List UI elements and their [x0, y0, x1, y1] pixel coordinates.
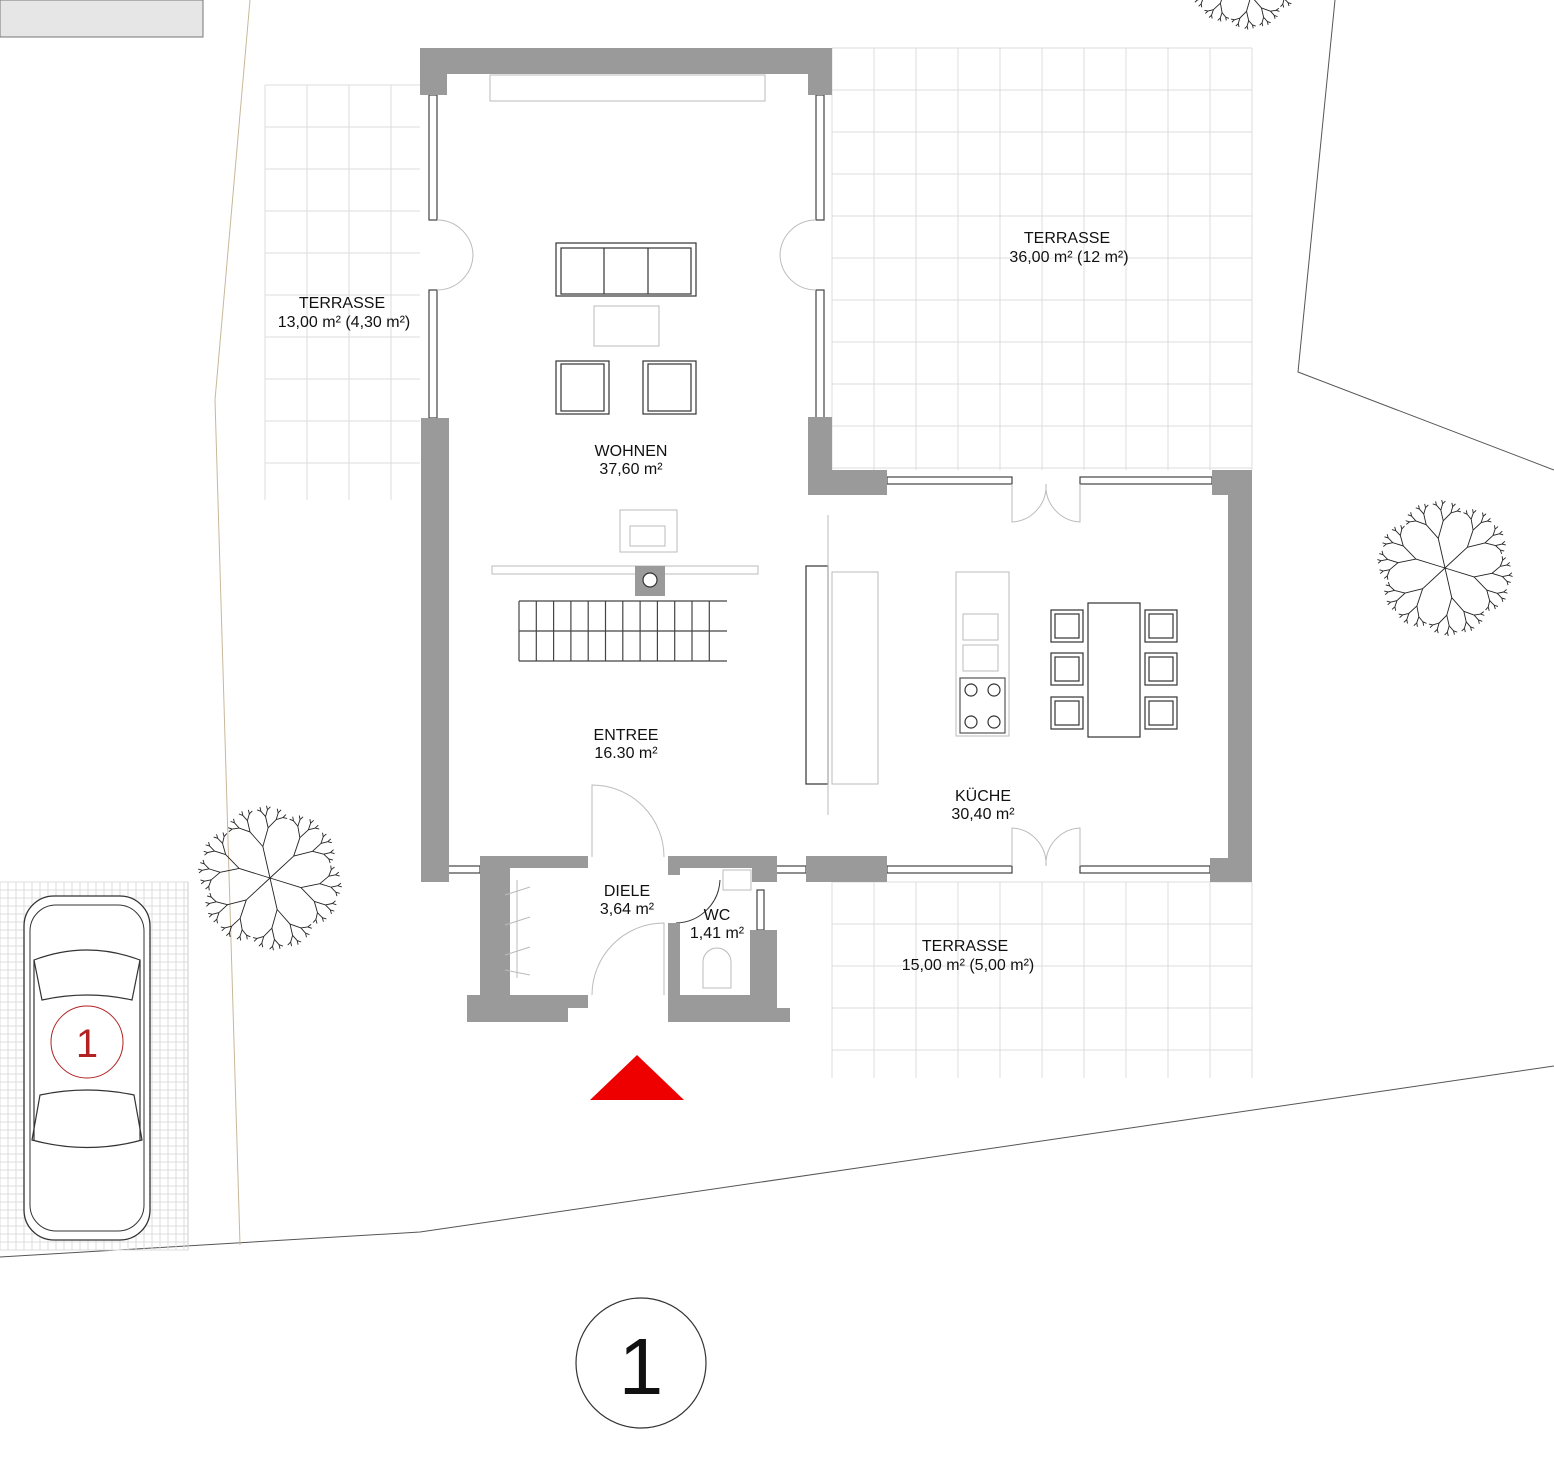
room-name-terrasse-west: TERRASSE: [299, 295, 385, 312]
site-boundary: [0, 0, 1554, 1258]
room-area-terrasse-west: 13,00 m² (4,30 m²): [278, 314, 410, 331]
room-area-wohnen: 37,60 m²: [599, 461, 663, 478]
chair: [1148, 700, 1174, 726]
room-area-entree: 16.30 m²: [594, 745, 658, 762]
chair: [1148, 613, 1174, 639]
view-marker-circle: [575, 1297, 707, 1429]
doors: [436, 219, 1081, 996]
parking-number-circle: [50, 1005, 124, 1079]
room-area-diele: 3,64 m²: [600, 901, 655, 918]
room-name-entree: ENTREE: [594, 727, 659, 744]
chair: [1054, 613, 1080, 639]
room-area-kueche: 30,40 m²: [951, 806, 1015, 823]
tree-icon: [1194, 0, 1292, 30]
room-name-diele: DIELE: [604, 883, 650, 900]
chair: [1050, 609, 1084, 643]
room-name-terrasse-south: TERRASSE: [922, 938, 1008, 955]
chair: [1144, 609, 1178, 643]
view-marker-number: 1: [619, 1322, 664, 1411]
parking-number: 1: [76, 1022, 98, 1066]
chair: [1148, 656, 1174, 682]
room-name-kueche: KÜCHE: [955, 787, 1011, 805]
neighbour-building: [0, 0, 204, 38]
furniture: [489, 74, 1178, 989]
room-name-wc: WC: [704, 907, 731, 924]
room-name-terrasse-north: TERRASSE: [1024, 230, 1110, 247]
walls: [420, 48, 1252, 1022]
chair: [1144, 652, 1178, 686]
chair: [1050, 696, 1084, 730]
room-area-wc: 1,41 m²: [690, 925, 745, 942]
parking-space: 1: [0, 881, 189, 1251]
tree-icon: [198, 805, 342, 951]
chair: [1054, 700, 1080, 726]
chair: [1144, 696, 1178, 730]
chair: [1050, 652, 1084, 686]
terrace-grids: [264, 47, 1253, 1078]
room-area-terrasse-south: 15,00 m² (5,00 m²): [902, 957, 1034, 974]
room-labels: TERRASSE 13,00 m² (4,30 m²) TERRASSE 36,…: [278, 230, 1129, 974]
entrance-arrow-icon: [590, 1055, 684, 1100]
room-name-wohnen: WOHNEN: [595, 443, 668, 460]
chair: [1054, 656, 1080, 682]
tree-icon: [1377, 499, 1513, 637]
room-area-terrasse-north: 36,00 m² (12 m²): [1009, 249, 1128, 266]
